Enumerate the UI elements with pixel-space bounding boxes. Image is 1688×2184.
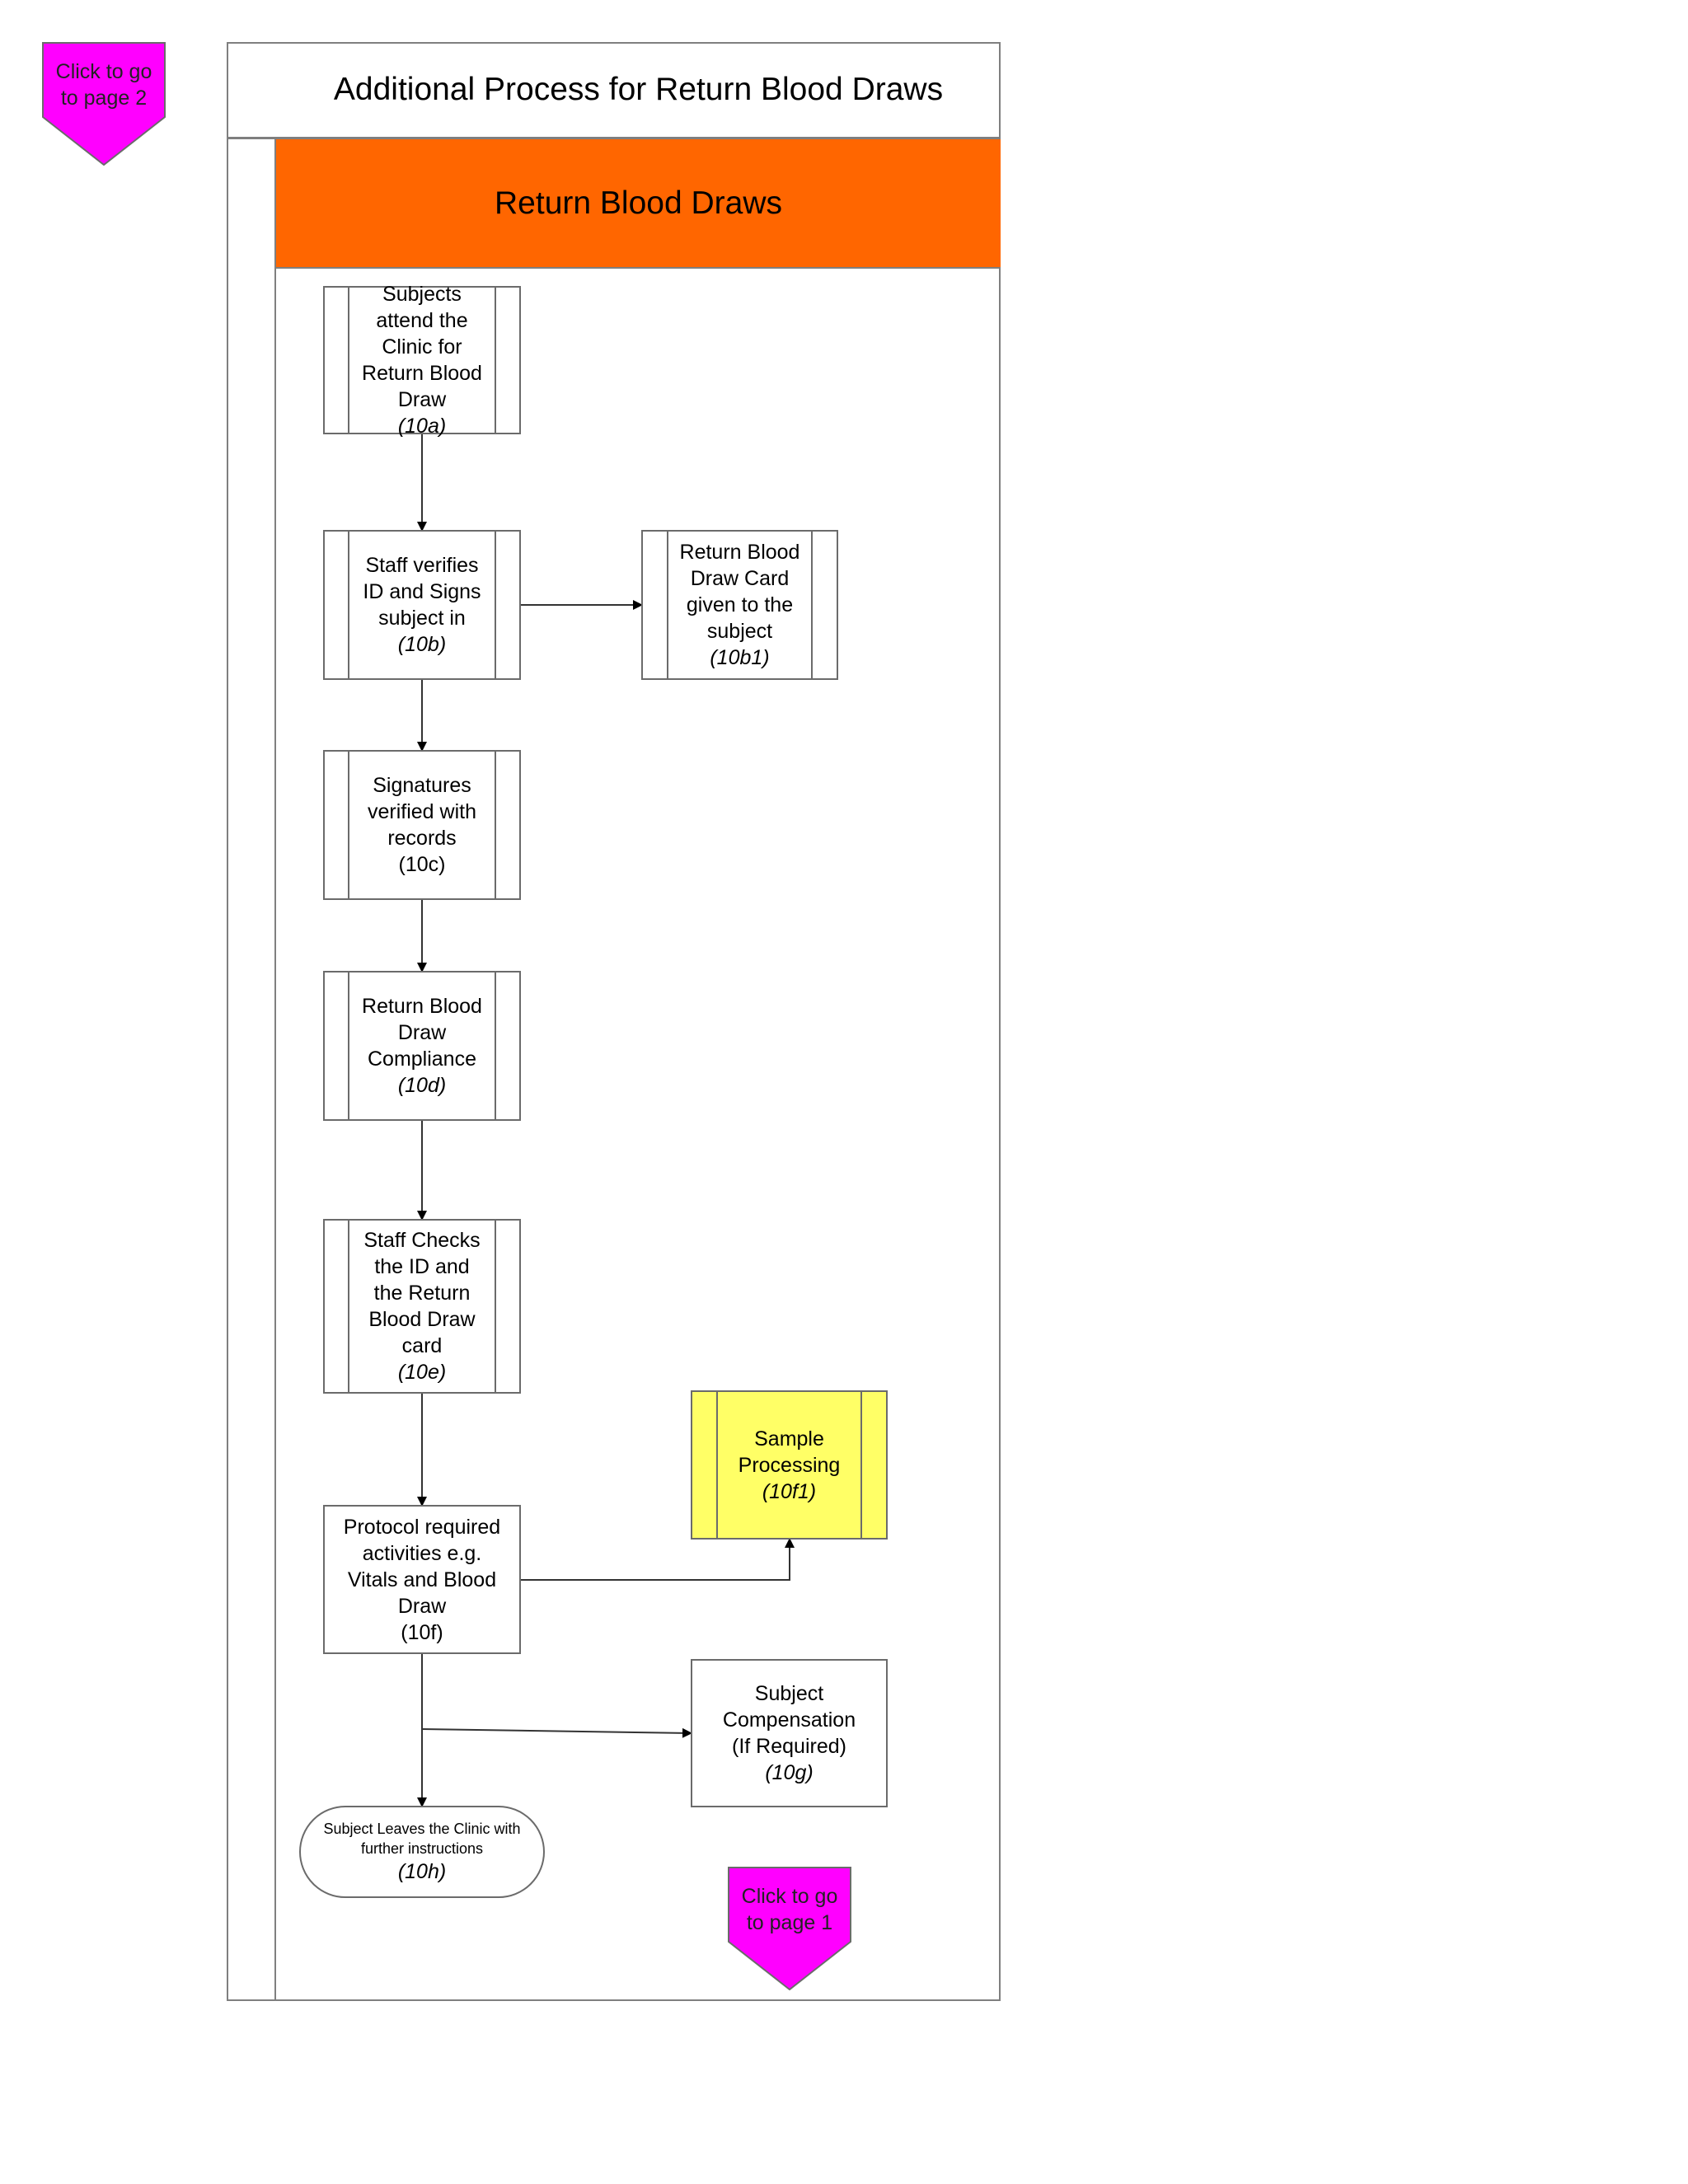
node-text-line: Clinic for: [382, 335, 462, 359]
node-text-line: (10f): [401, 1620, 443, 1644]
arrow-10f-10g: [421, 1727, 692, 1738]
node-text-line: Blood Draw: [368, 1308, 476, 1331]
node-ref: (10g): [765, 1761, 814, 1784]
offpage-link-page2[interactable]: Click to go to page 2: [42, 42, 166, 166]
node-text-line: Draw: [397, 1021, 447, 1044]
node-text-line: Draw Card: [690, 567, 790, 590]
node-text-line: subject in: [378, 607, 466, 630]
diagram-title: Additional Process for Return Blood Draw…: [333, 71, 944, 107]
node-ref: (10h): [397, 1860, 447, 1883]
node-ref: (10e): [397, 1361, 447, 1384]
node-text-line: given to the: [686, 593, 794, 616]
offpage-text-line: to page 1: [746, 1911, 833, 1934]
node-text-line: (If Required): [732, 1735, 846, 1758]
node-text-line: Draw: [397, 388, 447, 411]
node-text-line: Processing: [738, 1453, 841, 1477]
process-10f: Protocol required activities e.g. Vitals…: [323, 1505, 521, 1654]
process-10e: Staff Checks the ID and the Return Blood…: [323, 1219, 521, 1394]
offpage-shape: [42, 42, 166, 166]
node-text-line: card: [401, 1334, 443, 1357]
node-text-line: Vitals and Blood: [347, 1568, 497, 1591]
node-text-line: verified with: [368, 800, 476, 823]
node-ref: (10f1): [762, 1479, 817, 1503]
process-10b1: Return Blood Draw Card given to the subj…: [641, 530, 838, 680]
offpage-text-line: Click to go: [741, 1885, 838, 1908]
node-text-line: Subject Leaves the Clinic with: [323, 1821, 521, 1837]
node-ref: (10a): [397, 415, 447, 438]
node-text-line: Return Blood: [362, 362, 482, 385]
process-10b: Staff verifies ID and Signs subject in (…: [323, 530, 521, 680]
node-text-line: Sample: [754, 1427, 824, 1451]
node-ref: (10d): [397, 1074, 447, 1097]
node-text-line: Return Blood: [679, 541, 800, 564]
node-text-line: Compensation: [722, 1708, 856, 1732]
node-text-line: ID and Signs: [363, 580, 481, 603]
node-text-line: Draw: [397, 1594, 447, 1618]
process-10g: Subject Compensation (If Required) (10g): [691, 1659, 888, 1807]
offpage-link-page1[interactable]: Click to go to page 1: [728, 1867, 851, 1990]
offpage-text-line: to page 2: [60, 87, 148, 110]
arrow-10f-10f1: [521, 1538, 795, 1581]
node-text-line: subject: [706, 620, 773, 643]
node-text-line: the ID and: [374, 1255, 470, 1278]
node-text-line: Compliance: [367, 1047, 476, 1071]
process-10d: Return Blood Draw Compliance (10d): [323, 971, 521, 1121]
lane-header: Return Blood Draws: [276, 139, 1001, 269]
process-10a: Subjects attend the Clinic for Return Bl…: [323, 283, 521, 438]
offpage-shape: [728, 1867, 851, 1990]
terminator-10h: Subject Leaves the Clinic with further i…: [299, 1806, 545, 1898]
node-text-line: Signatures: [373, 774, 471, 797]
process-10f1: Sample Processing (10f1): [691, 1390, 888, 1540]
node-text-line: records: [387, 827, 457, 850]
node-text-line: further instructions: [360, 1840, 484, 1857]
node-text-line: Subject: [754, 1682, 824, 1705]
node-text-line: Subjects: [382, 283, 462, 306]
process-10c: Signatures verified with records (10c): [323, 750, 521, 900]
offpage-text-line: Click to go: [55, 60, 152, 83]
node-text-line: Staff Checks: [363, 1229, 481, 1252]
node-ref: (10b): [397, 633, 447, 656]
node-text-line: Return Blood: [362, 995, 482, 1018]
node-text-line: Staff verifies: [365, 554, 479, 577]
node-text-line: (10c): [398, 853, 446, 876]
node-text-line: the Return: [373, 1282, 471, 1305]
node-ref: (10b1): [710, 646, 770, 669]
node-text-line: Protocol required: [343, 1515, 501, 1539]
node-text-line: activities e.g.: [362, 1541, 482, 1565]
lane-label: Return Blood Draws: [495, 185, 782, 221]
diagram-title-bar: Additional Process for Return Blood Draw…: [227, 42, 1001, 139]
lane-left-column: [227, 139, 276, 2001]
node-text-line: attend the: [376, 309, 468, 332]
